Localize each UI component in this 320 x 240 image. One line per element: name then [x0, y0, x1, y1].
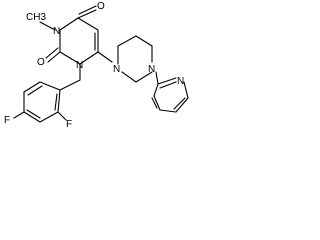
methyl-label: CH3 — [26, 12, 46, 23]
fluorine-label-left: F — [4, 115, 10, 126]
structure-canvas: O N CH3 O N N N N F F — [0, 0, 193, 131]
oxygen-label-mid: O — [37, 57, 45, 68]
oxygen-label-top: O — [97, 1, 105, 12]
piperazine-pyridine-bond — [155, 71, 159, 85]
nitrogen-label-methyl: N — [53, 26, 60, 37]
chemical-structure-diagram: O N CH3 O N N N N F F — [4, 1, 189, 130]
fluorine-label-right: F — [66, 119, 72, 130]
atom-labels: O N CH3 O N N N N F F — [4, 1, 184, 130]
nitrogen-label-benzyl: N — [76, 60, 83, 71]
ring-piperazine-bond — [97, 51, 113, 63]
benzyl-linker — [59, 63, 81, 91]
nitrogen-label-piperazine-4: N — [148, 64, 155, 75]
nitrogen-label-piperazine-1: N — [113, 64, 120, 75]
piperazine-ring — [117, 35, 153, 83]
methyl-bond — [39, 21, 56, 31]
carbonyl-bonds — [45, 5, 97, 63]
nitrogen-label-pyridine: N — [177, 76, 184, 87]
pyridine-ring — [151, 77, 189, 113]
difluorophenyl-ring — [13, 81, 67, 123]
pyrimidinedione-ring — [59, 17, 99, 65]
